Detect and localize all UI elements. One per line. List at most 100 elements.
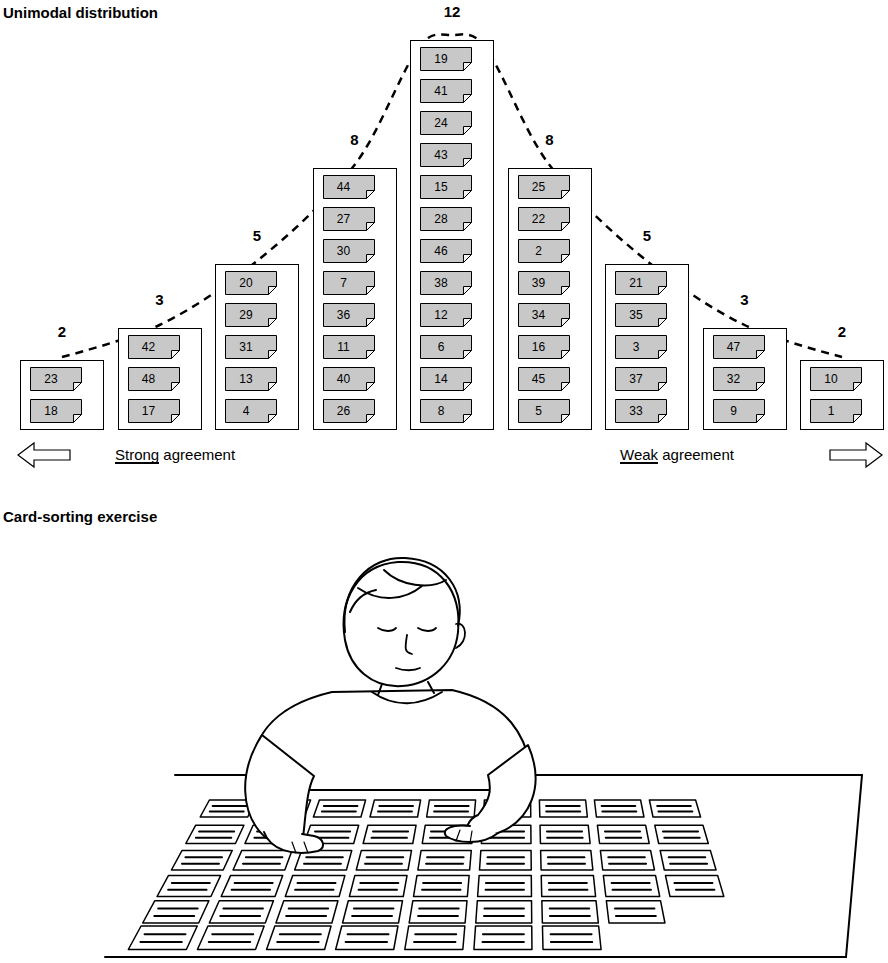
statement-card: 18 — [30, 399, 82, 423]
table-card-scribble — [414, 941, 455, 943]
card-body — [323, 272, 374, 295]
face — [378, 624, 465, 671]
table-card-scribble — [372, 837, 407, 839]
card-fold — [366, 287, 374, 295]
card-number: 46 — [434, 239, 447, 263]
count-label: 2 — [21, 323, 103, 341]
table-card-outline — [370, 800, 421, 817]
card-fold — [74, 383, 82, 391]
table-card-scribble — [365, 863, 402, 865]
card-number: 9 — [730, 399, 737, 423]
table-card-outline — [427, 800, 476, 817]
table-card-scribble — [419, 908, 458, 910]
statement-card: 47 — [713, 335, 765, 359]
card-body — [421, 240, 472, 263]
card-fold — [854, 415, 862, 423]
card-number: 17 — [142, 399, 155, 423]
table-card — [414, 876, 470, 897]
table-card-scribble — [669, 856, 706, 858]
table-card-outline — [655, 825, 709, 843]
scale-label: Weak agreement — [620, 446, 734, 464]
statement-card: 17 — [128, 399, 180, 423]
diagram-title: Unimodal distribution — [3, 4, 158, 22]
card-fold — [366, 351, 374, 359]
table-card-outline — [479, 850, 531, 870]
card-fold — [269, 415, 277, 423]
table-card — [476, 901, 532, 923]
table-card — [418, 850, 471, 870]
statement-card: 1 — [810, 399, 862, 423]
left-arm — [245, 735, 314, 846]
table-card-scribble — [209, 941, 250, 943]
table-card — [478, 876, 532, 897]
statement-card: 42 — [128, 335, 180, 359]
card-fold — [171, 351, 179, 359]
table-card-scribble — [212, 933, 253, 935]
table-card-scribble — [373, 831, 408, 833]
card-body — [323, 240, 374, 263]
card-fold — [171, 383, 179, 391]
statement-card: 41 — [420, 79, 472, 103]
card-body — [811, 400, 862, 423]
table-card-scribble — [483, 933, 524, 935]
table-card-outline — [336, 926, 398, 950]
card-body — [323, 336, 374, 359]
table-card-scribble — [547, 837, 582, 839]
card-shape — [713, 399, 765, 423]
card-fold — [561, 351, 569, 359]
table-card — [666, 876, 724, 897]
table-card — [157, 876, 221, 897]
card-body — [421, 304, 472, 327]
right-arm — [467, 745, 536, 837]
table-card-scribble — [486, 882, 524, 884]
statement-card: 21 — [615, 271, 667, 295]
card-number: 20 — [239, 271, 252, 295]
column-box: 22318 — [20, 360, 104, 430]
table-card-scribble — [608, 856, 645, 858]
table-card — [349, 876, 407, 897]
count-label: 8 — [314, 131, 396, 149]
statement-card: 31 — [225, 335, 277, 359]
table-card-scribble — [306, 856, 343, 858]
table-card-scribble — [158, 908, 197, 910]
table-card-scribble — [547, 831, 582, 833]
card-number: 2 — [535, 239, 542, 263]
table-card — [233, 850, 292, 870]
count-label: 12 — [411, 3, 493, 21]
table-card-outline — [349, 876, 407, 897]
card-number: 29 — [239, 303, 252, 327]
table-card-scribble — [609, 863, 646, 865]
card-number: 34 — [532, 303, 545, 327]
table-card-outline — [363, 825, 416, 843]
card-fold — [171, 415, 179, 423]
scale-label: Strong agreement — [115, 446, 235, 464]
card-fold — [269, 351, 277, 359]
table-card-scribble — [435, 805, 469, 807]
table-card-outline — [418, 850, 471, 870]
card-body — [518, 336, 569, 359]
card-body — [421, 272, 472, 295]
table-card-scribble — [602, 811, 636, 813]
table-card — [541, 850, 593, 870]
card-number: 11 — [337, 335, 349, 359]
card-fold — [659, 415, 667, 423]
table-card — [186, 825, 244, 843]
card-body — [323, 304, 374, 327]
table-card-outline — [209, 901, 273, 923]
statement-card: 16 — [518, 335, 570, 359]
table-card-scribble — [484, 908, 523, 910]
table-card-scribble — [196, 837, 231, 839]
card-body — [616, 304, 667, 327]
table-card-outline — [649, 800, 700, 817]
card-shape — [420, 399, 472, 423]
table-card-scribble — [551, 941, 592, 943]
card-body — [616, 272, 667, 295]
statement-card: 15 — [420, 175, 472, 199]
card-fold — [659, 351, 667, 359]
table-card-outline — [157, 876, 221, 897]
table-card — [606, 901, 665, 923]
column-box: 121941244315284638126148 — [410, 40, 494, 430]
card-number: 35 — [629, 303, 642, 327]
card-fold — [464, 95, 472, 103]
card-number: 42 — [142, 335, 155, 359]
